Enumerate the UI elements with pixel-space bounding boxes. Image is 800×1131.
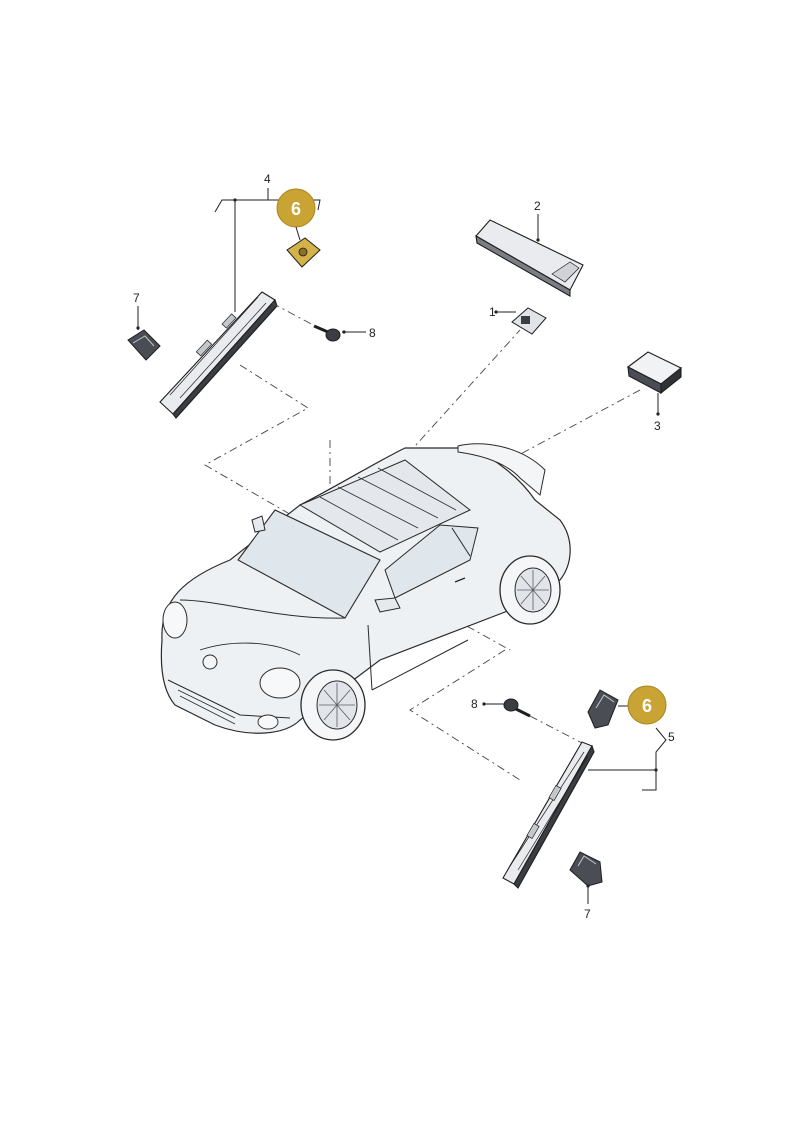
- callout-badge-6-bottom: 6: [627, 685, 667, 725]
- callout-7-left: 7: [133, 291, 140, 305]
- callout-4: 4: [264, 172, 271, 186]
- svg-text:6: 6: [291, 199, 301, 219]
- callout-badge-6-top: 6: [276, 188, 316, 228]
- part-1-connector: [511, 307, 547, 335]
- callout-8-top: 8: [369, 326, 376, 340]
- svg-text:6: 6: [642, 696, 652, 716]
- rear-wheel: [499, 555, 561, 625]
- front-wheel: [300, 669, 366, 741]
- part-3-control-unit: [626, 351, 683, 395]
- part-7-clip-left: [127, 329, 161, 361]
- callout-2: 2: [534, 199, 541, 213]
- callout-5: 5: [668, 730, 675, 744]
- dashed-connectors: [204, 329, 641, 781]
- part-8-screw-top: [313, 324, 341, 342]
- part-8-screw-bottom: [503, 698, 531, 718]
- part-7-clip-bottom: [569, 851, 603, 887]
- callout-7-bottom: 7: [584, 907, 591, 921]
- part-5-antenna-module: [502, 741, 595, 889]
- part-2-panel: [475, 219, 584, 297]
- part-6-clip-top: [286, 237, 321, 268]
- part-6-clip-bottom: [587, 689, 619, 729]
- callout-8-bottom: 8: [471, 697, 478, 711]
- part-4-antenna-module: [159, 291, 278, 419]
- car-illustration: [160, 443, 571, 741]
- callout-1: 1: [489, 305, 496, 319]
- callout-3: 3: [654, 419, 661, 433]
